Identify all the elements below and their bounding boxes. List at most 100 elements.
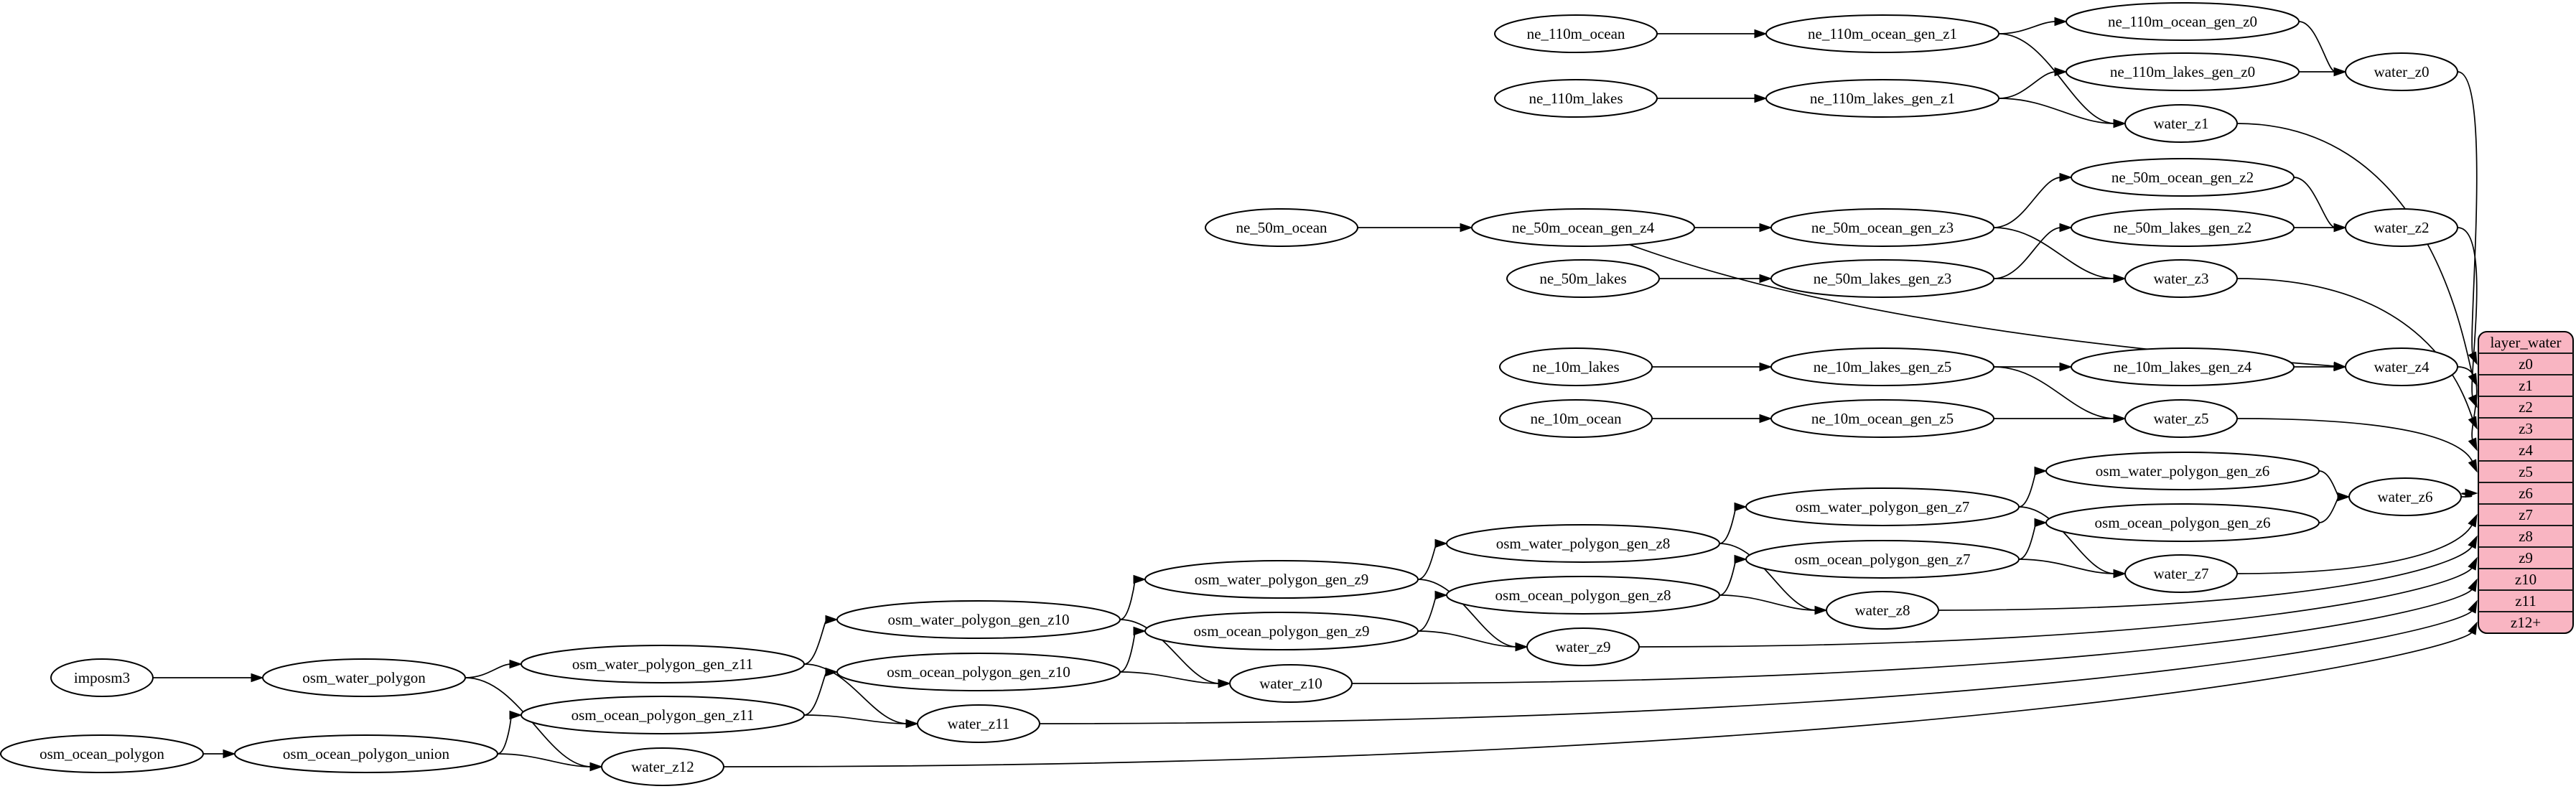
edge-water_z1-to-layer_water-z1	[2236, 123, 2474, 377]
node-water_z10: water_z10	[1229, 664, 1353, 703]
node-water_z4-shape	[2345, 347, 2458, 386]
edge-ne_50m_ocean_gen_z3-to-ne_50m_ocean_gen_z2-arrowhead	[2059, 172, 2073, 182]
node-ne_10m_ocean: ne_10m_ocean	[1499, 399, 1653, 438]
layer-water-row-z11: z11	[2515, 592, 2537, 610]
node-ne_50m_ocean_gen_z4-shape	[1471, 208, 1695, 247]
layer-water-row-z12+-label: z12+	[2511, 614, 2541, 631]
node-water_z8-label: water_z8	[1855, 602, 1910, 619]
layer-water-row-z1: z1	[2519, 377, 2533, 394]
edge-osm_ocean_polygon-to-osm_ocean_polygon_union-arrowhead	[223, 749, 236, 759]
node-water_z6-shape	[2348, 477, 2462, 516]
node-ne_10m_lakes-label: ne_10m_lakes	[1532, 358, 1619, 375]
edge-osm_ocean_polygon_gen_z7-to-osm_ocean_polygon_gen_z6-arrowhead	[2034, 518, 2048, 528]
node-osm_water_polygon_gen_z7-shape	[1745, 487, 2020, 526]
node-water_z6-label: water_z6	[2378, 488, 2433, 505]
layer-water-row-z8-label: z8	[2519, 528, 2533, 545]
edge-osm_ocean_polygon_gen_z10-to-water_z10	[1119, 671, 1221, 684]
node-osm_water_polygon_gen_z7-label: osm_water_polygon_gen_z7	[1796, 498, 1970, 515]
edge-osm_water_polygon_gen_z11-to-water_z11	[803, 663, 908, 724]
node-osm_ocean_polygon_gen_z11-label: osm_ocean_polygon_gen_z11	[571, 706, 755, 724]
node-ne_50m_lakes: ne_50m_lakes	[1506, 259, 1660, 298]
edge-ne_50m_ocean_gen_z3-to-ne_50m_ocean_gen_z2	[1993, 177, 2062, 228]
node-ne_110m_ocean-label: ne_110m_ocean	[1527, 25, 1625, 42]
node-osm_ocean_polygon_gen_z11-shape	[521, 696, 805, 734]
node-water_z1-label: water_z1	[2154, 115, 2209, 132]
layer-water-row-z12+: z12+	[2511, 614, 2541, 631]
node-water_z5: water_z5	[2124, 399, 2238, 438]
node-osm_ocean_polygon_gen_z6-label: osm_ocean_polygon_gen_z6	[2095, 514, 2271, 531]
edge-ne_110m_ocean-to-ne_110m_ocean_gen_z1-arrowhead	[1754, 29, 1768, 39]
node-osm_ocean_polygon_union-label: osm_ocean_polygon_union	[283, 745, 450, 762]
node-ne_50m_ocean_gen_z3-shape	[1770, 208, 1994, 247]
node-water_z3-label: water_z3	[2154, 270, 2209, 287]
node-osm_ocean_polygon-label: osm_ocean_polygon	[39, 745, 164, 762]
node-water_z7-label: water_z7	[2154, 565, 2209, 582]
edge-osm_ocean_polygon_gen_z8-to-osm_ocean_polygon_gen_z7-arrowhead	[1734, 554, 1747, 564]
node-ne_50m_ocean_gen_z2-label: ne_50m_ocean_gen_z2	[2111, 169, 2254, 186]
edge-ne_10m_ocean-to-ne_10m_ocean_gen_z5-arrowhead	[1759, 414, 1773, 424]
edge-ne_50m_lakes_gen_z3-to-water_z3-arrowhead	[2113, 274, 2127, 284]
node-osm_ocean_polygon_gen_z8-label: osm_ocean_polygon_gen_z8	[1495, 587, 1671, 604]
layer-water-row-z6-label: z6	[2519, 485, 2533, 502]
node-osm_water_polygon_gen_z8-label: osm_water_polygon_gen_z8	[1496, 535, 1671, 552]
node-osm_ocean_polygon_gen_z7-label: osm_ocean_polygon_gen_z7	[1795, 551, 1971, 568]
node-osm_ocean_polygon-shape	[0, 734, 204, 773]
node-ne_10m_ocean-shape	[1499, 399, 1653, 438]
layer-water-row-z7: z7	[2519, 506, 2533, 523]
layer-water-table-title: layer_water	[2490, 334, 2561, 351]
edge-osm_ocean_polygon_gen_z7-to-osm_ocean_polygon_gen_z6	[2018, 522, 2037, 560]
layer-water-row-z4-label: z4	[2519, 442, 2533, 459]
node-osm_water_polygon_gen_z10-label: osm_water_polygon_gen_z10	[887, 611, 1069, 628]
node-ne_10m_ocean_gen_z5-shape	[1770, 399, 1994, 438]
node-ne_10m_lakes-shape	[1499, 347, 1653, 386]
edge-ne_10m_lakes_gen_z5-to-water_z5	[1993, 366, 2116, 419]
edge-osm_water_polygon-to-osm_water_polygon_gen_z11	[465, 663, 512, 678]
edge-ne_110m_lakes_gen_z1-to-ne_110m_lakes_gen_z0-arrowhead	[2054, 67, 2068, 77]
node-ne_50m_ocean_gen_z3-label: ne_50m_ocean_gen_z3	[1811, 219, 1954, 236]
node-ne_10m_lakes_gen_z4: ne_10m_lakes_gen_z4	[2071, 347, 2295, 386]
node-ne_110m_lakes-shape	[1494, 79, 1658, 118]
node-ne_110m_lakes_gen_z0: ne_110m_lakes_gen_z0	[2066, 52, 2300, 91]
edge-ne_50m_ocean_gen_z3-to-water_z3	[1993, 227, 2116, 279]
edge-osm_water_polygon_gen_z11-to-osm_water_polygon_gen_z10	[803, 619, 828, 665]
node-water_z1: water_z1	[2124, 104, 2238, 143]
edge-ne_10m_lakes-to-ne_10m_lakes_gen_z5-arrowhead	[1759, 362, 1773, 372]
layer-water-row-z9: z9	[2519, 549, 2533, 566]
node-ne_50m_ocean_gen_z4-label: ne_50m_ocean_gen_z4	[1512, 219, 1655, 236]
node-osm_water_polygon_gen_z11: osm_water_polygon_gen_z11	[521, 645, 805, 683]
edge-ne_50m_lakes_gen_z3-to-ne_50m_lakes_gen_z2	[1993, 227, 2062, 279]
edge-water_z11-to-layer_water-z11-arrowhead	[2468, 599, 2478, 614]
node-water_z8: water_z8	[1826, 591, 1939, 630]
edge-osm_water_polygon_gen_z11-to-osm_water_polygon_gen_z10-arrowhead	[825, 615, 839, 625]
edge-ne_110m_ocean_gen_z0-to-water_z0	[2298, 21, 2336, 73]
node-water_z9: water_z9	[1526, 627, 1640, 666]
node-ne_110m_ocean: ne_110m_ocean	[1494, 14, 1658, 53]
edge-water_z10-to-layer_water-z10	[1351, 588, 2473, 684]
node-osm_ocean_polygon_gen_z11: osm_ocean_polygon_gen_z11	[521, 696, 805, 734]
edge-ne_50m_ocean_gen_z2-to-water_z2	[2293, 177, 2336, 228]
node-ne_10m_lakes_gen_z4-shape	[2071, 347, 2295, 386]
node-ne_10m_lakes_gen_z4-label: ne_10m_lakes_gen_z4	[2114, 358, 2252, 375]
node-ne_110m_lakes-label: ne_110m_lakes	[1529, 90, 1623, 107]
edge-water_z8-to-layer_water-z8	[1938, 545, 2473, 611]
node-ne_50m_lakes-label: ne_50m_lakes	[1539, 270, 1626, 287]
edge-ne_110m_lakes_gen_z0-to-water_z0-arrowhead	[2333, 67, 2347, 77]
edge-ne_50m_lakes_gen_z2-to-water_z2-arrowhead	[2333, 223, 2347, 233]
node-osm_ocean_polygon_gen_z9: osm_ocean_polygon_gen_z9	[1144, 612, 1419, 650]
edge-water_z5-to-layer_water-z5	[2236, 418, 2474, 463]
node-ne_110m_ocean_gen_z1-label: ne_110m_ocean_gen_z1	[1808, 25, 1957, 42]
edge-water_z9-to-layer_water-z9	[1638, 566, 2473, 648]
edge-ne_110m_ocean_gen_z1-to-water_z1	[1998, 33, 2116, 124]
edge-water_z8-to-layer_water-z8-arrowhead	[2468, 535, 2478, 549]
edge-osm_ocean_polygon_gen_z9-to-water_z9	[1417, 630, 1518, 648]
edge-osm_ocean_polygon_gen_z9-to-osm_ocean_polygon_gen_z8	[1417, 594, 1437, 632]
edge-osm_ocean_polygon_gen_z10-to-water_z10-arrowhead	[1218, 678, 1231, 688]
node-imposm3-shape	[50, 658, 154, 697]
node-water_z5-shape	[2124, 399, 2238, 438]
edge-osm_water_polygon_gen_z8-to-water_z8	[1719, 543, 1817, 611]
edge-osm_ocean_polygon_gen_z11-to-water_z11-arrowhead	[905, 719, 919, 729]
node-osm_water_polygon_gen_z9-shape	[1144, 560, 1419, 599]
node-ne_10m_lakes_gen_z5: ne_10m_lakes_gen_z5	[1770, 347, 1994, 386]
